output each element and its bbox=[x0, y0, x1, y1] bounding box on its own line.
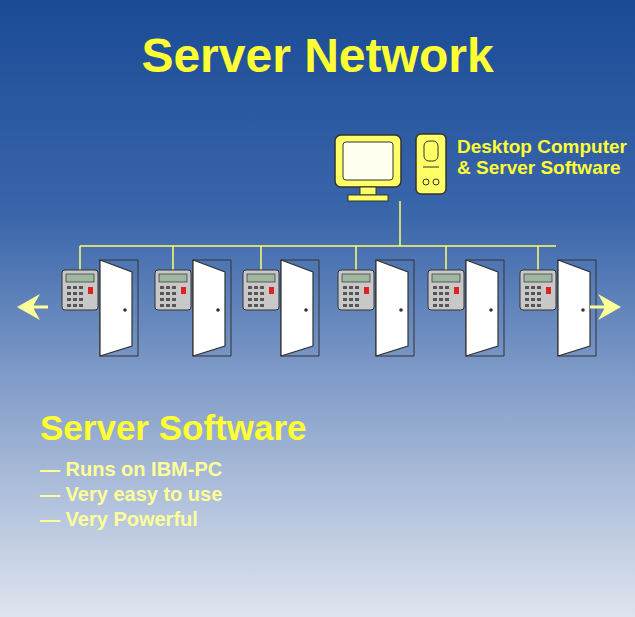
computer-label: Desktop Computer & Server Software bbox=[457, 136, 627, 178]
feature-item: — Very Powerful bbox=[40, 508, 198, 531]
section-heading: Server Software bbox=[40, 408, 307, 448]
feature-item: — Runs on IBM-PC bbox=[40, 458, 222, 481]
diagram-title: Server Network bbox=[0, 28, 635, 83]
feature-item: — Very easy to use bbox=[40, 483, 222, 506]
